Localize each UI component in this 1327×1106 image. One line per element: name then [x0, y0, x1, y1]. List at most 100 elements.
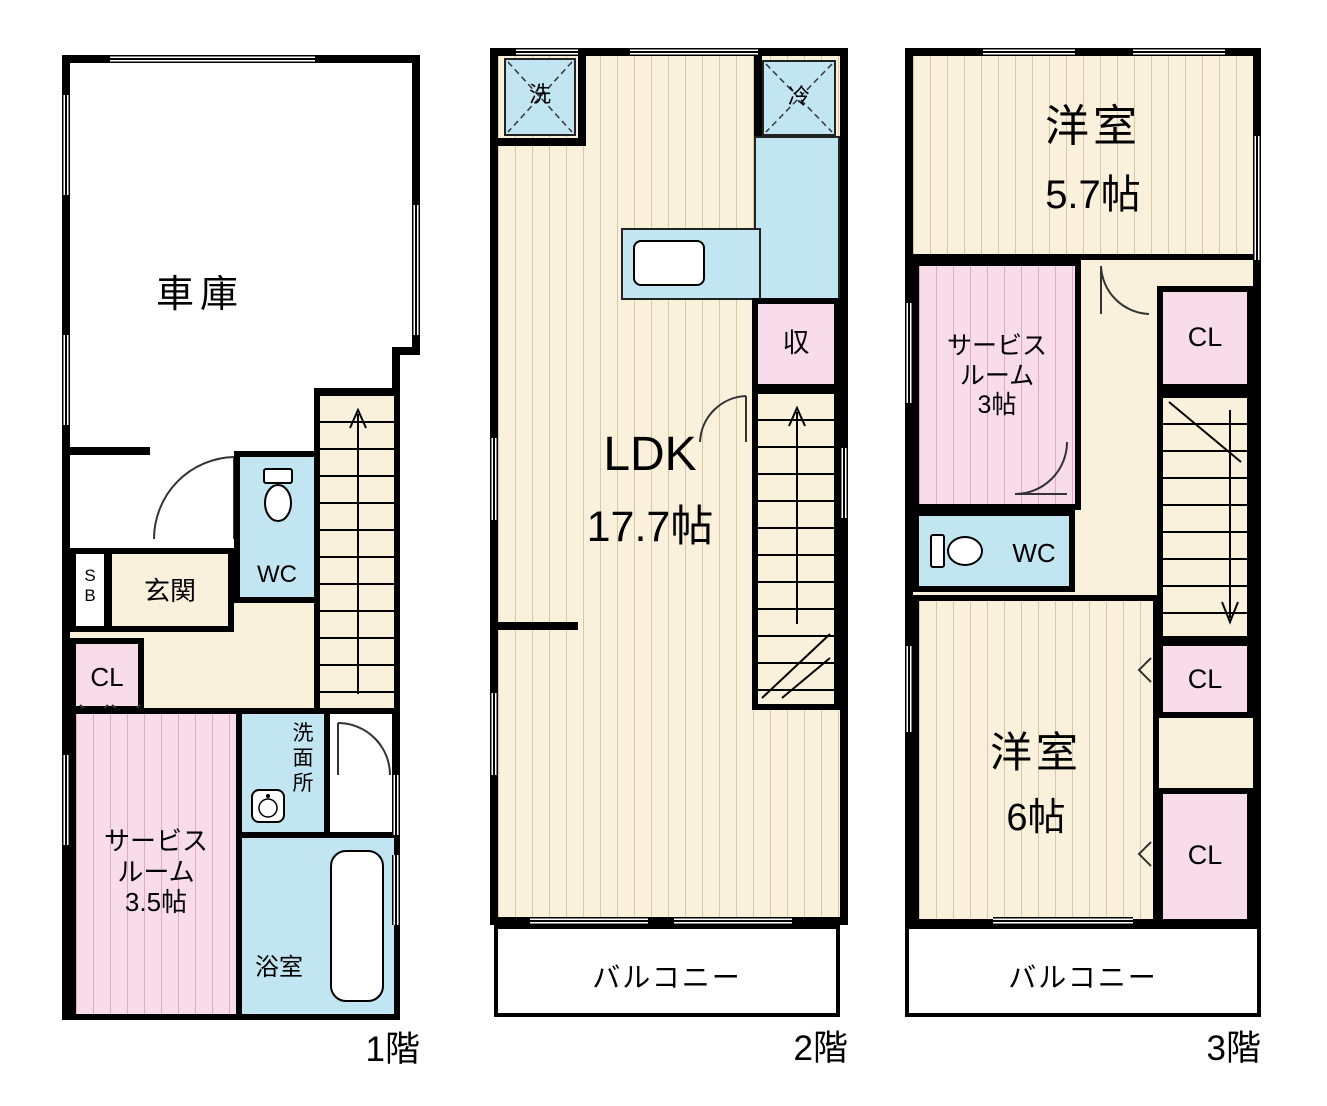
staircase	[314, 388, 400, 714]
closet-room: CL	[1157, 788, 1253, 925]
sink-icon	[251, 789, 285, 823]
window	[1133, 48, 1225, 56]
wc-room: WC	[234, 451, 320, 603]
service-room-label: サービス ルーム 3.5帖	[103, 826, 208, 918]
toilet-icon	[263, 468, 293, 522]
washroom: 洗 面 所	[236, 708, 330, 838]
door-arc-icon	[153, 456, 235, 540]
window	[983, 48, 1075, 56]
window	[516, 48, 578, 56]
kitchen-counter	[621, 228, 761, 300]
bathroom-label: 浴室	[255, 953, 303, 981]
room-a-size: 5.7帖	[1045, 172, 1141, 217]
wc-label: WC	[257, 560, 297, 588]
fridge-space: 冷	[762, 60, 836, 136]
window	[905, 646, 913, 732]
door-arc-icon	[1014, 441, 1068, 495]
kitchen-area	[754, 136, 840, 302]
closet-room: CL	[1157, 640, 1253, 718]
western-room-b-label: 洋室 6帖	[929, 709, 1143, 860]
door-arc-icon	[1100, 265, 1150, 315]
window	[993, 917, 1133, 925]
window	[62, 335, 70, 425]
floor-2: 洗 冷 収	[490, 48, 850, 1088]
window	[1253, 136, 1261, 260]
toilet-icon	[930, 534, 983, 568]
floor2-label: 2階	[793, 1029, 848, 1068]
storage-room: 収	[752, 298, 840, 390]
western-room-b: 洋室 6帖	[913, 595, 1159, 925]
room-a-name: 洋室	[1045, 101, 1141, 151]
ldk-size: 17.7帖	[586, 503, 714, 552]
entrance-label: 玄関	[143, 576, 196, 606]
service-room-label: サービス ルーム 3帖	[946, 332, 1047, 419]
ldk-label: LDK 17.7帖	[515, 408, 785, 572]
window	[490, 438, 498, 520]
washer-label: 洗	[528, 82, 551, 107]
bathtub-icon	[330, 850, 384, 1002]
service-room: サービス ルーム 3帖	[913, 260, 1081, 510]
staircase	[1157, 390, 1253, 642]
door-arc-icon	[699, 395, 747, 443]
wall	[62, 447, 150, 455]
fridge-label: 冷	[787, 84, 810, 109]
stairs-down-arrow	[1221, 410, 1239, 625]
balcony-label: バルコニー	[1008, 962, 1158, 993]
room-b-name: 洋室	[989, 728, 1082, 776]
door-arc-icon	[337, 722, 391, 776]
wc-room: WC	[913, 510, 1075, 592]
entrance-room: 玄関	[106, 548, 234, 632]
floor-3: 洋室 5.7帖 サービス ルーム 3帖 CL	[905, 48, 1267, 1088]
balcony: バルコニー	[494, 925, 840, 1017]
window	[62, 755, 70, 845]
stairs-up-arrow	[349, 407, 367, 694]
window	[62, 95, 70, 195]
bathroom: 浴室	[236, 832, 400, 1020]
closet-room: CL	[1157, 286, 1253, 390]
stairs-up-arrow	[788, 405, 806, 624]
window	[530, 917, 648, 925]
shoebox-label: S B	[84, 566, 96, 606]
floor3-label: 3階	[1206, 1029, 1261, 1068]
closet-room: CL	[70, 638, 144, 712]
stair-winders	[761, 633, 831, 699]
service-room: サービス ルーム 3.5帖	[70, 708, 242, 1020]
window	[490, 693, 498, 775]
floor-1: 車庫 WC S B 玄関 CL	[62, 55, 422, 1095]
garage-label: 車庫	[155, 274, 244, 316]
window	[840, 448, 848, 518]
balcony: バルコニー	[905, 925, 1261, 1017]
closet-door-chevron	[1137, 657, 1152, 683]
western-room-a: 洋室 5.7帖	[913, 56, 1253, 260]
washer-x-icon	[507, 61, 573, 133]
storage-label: 収	[782, 328, 810, 358]
kitchen-sink-icon	[633, 240, 705, 286]
western-room-a-label: 洋室 5.7帖	[983, 82, 1203, 238]
closet-label: CL	[1187, 664, 1223, 694]
wall	[62, 55, 70, 1020]
closet-label: CL	[1187, 322, 1223, 352]
room-b-size: 6帖	[1006, 797, 1066, 840]
window	[392, 775, 400, 835]
window	[412, 205, 420, 335]
wall	[498, 622, 578, 630]
window	[905, 303, 913, 403]
closet-label: CL	[1187, 840, 1223, 870]
window	[392, 855, 400, 925]
closet-label: CL	[90, 662, 124, 692]
ldk-name: LDK	[603, 427, 697, 481]
staircase	[752, 386, 840, 710]
wall	[754, 56, 762, 142]
wall	[498, 138, 586, 146]
window	[630, 48, 758, 56]
wall	[392, 347, 420, 355]
washroom-label: 洗 面 所	[292, 722, 314, 795]
wc-label: WC	[1012, 538, 1056, 568]
floor1-label: 1階	[365, 1030, 420, 1069]
shoebox: S B	[70, 548, 110, 632]
wall	[578, 56, 586, 146]
washer-space: 洗	[504, 58, 576, 136]
stair-winders	[1168, 401, 1242, 463]
fridge-x-icon	[765, 63, 833, 133]
